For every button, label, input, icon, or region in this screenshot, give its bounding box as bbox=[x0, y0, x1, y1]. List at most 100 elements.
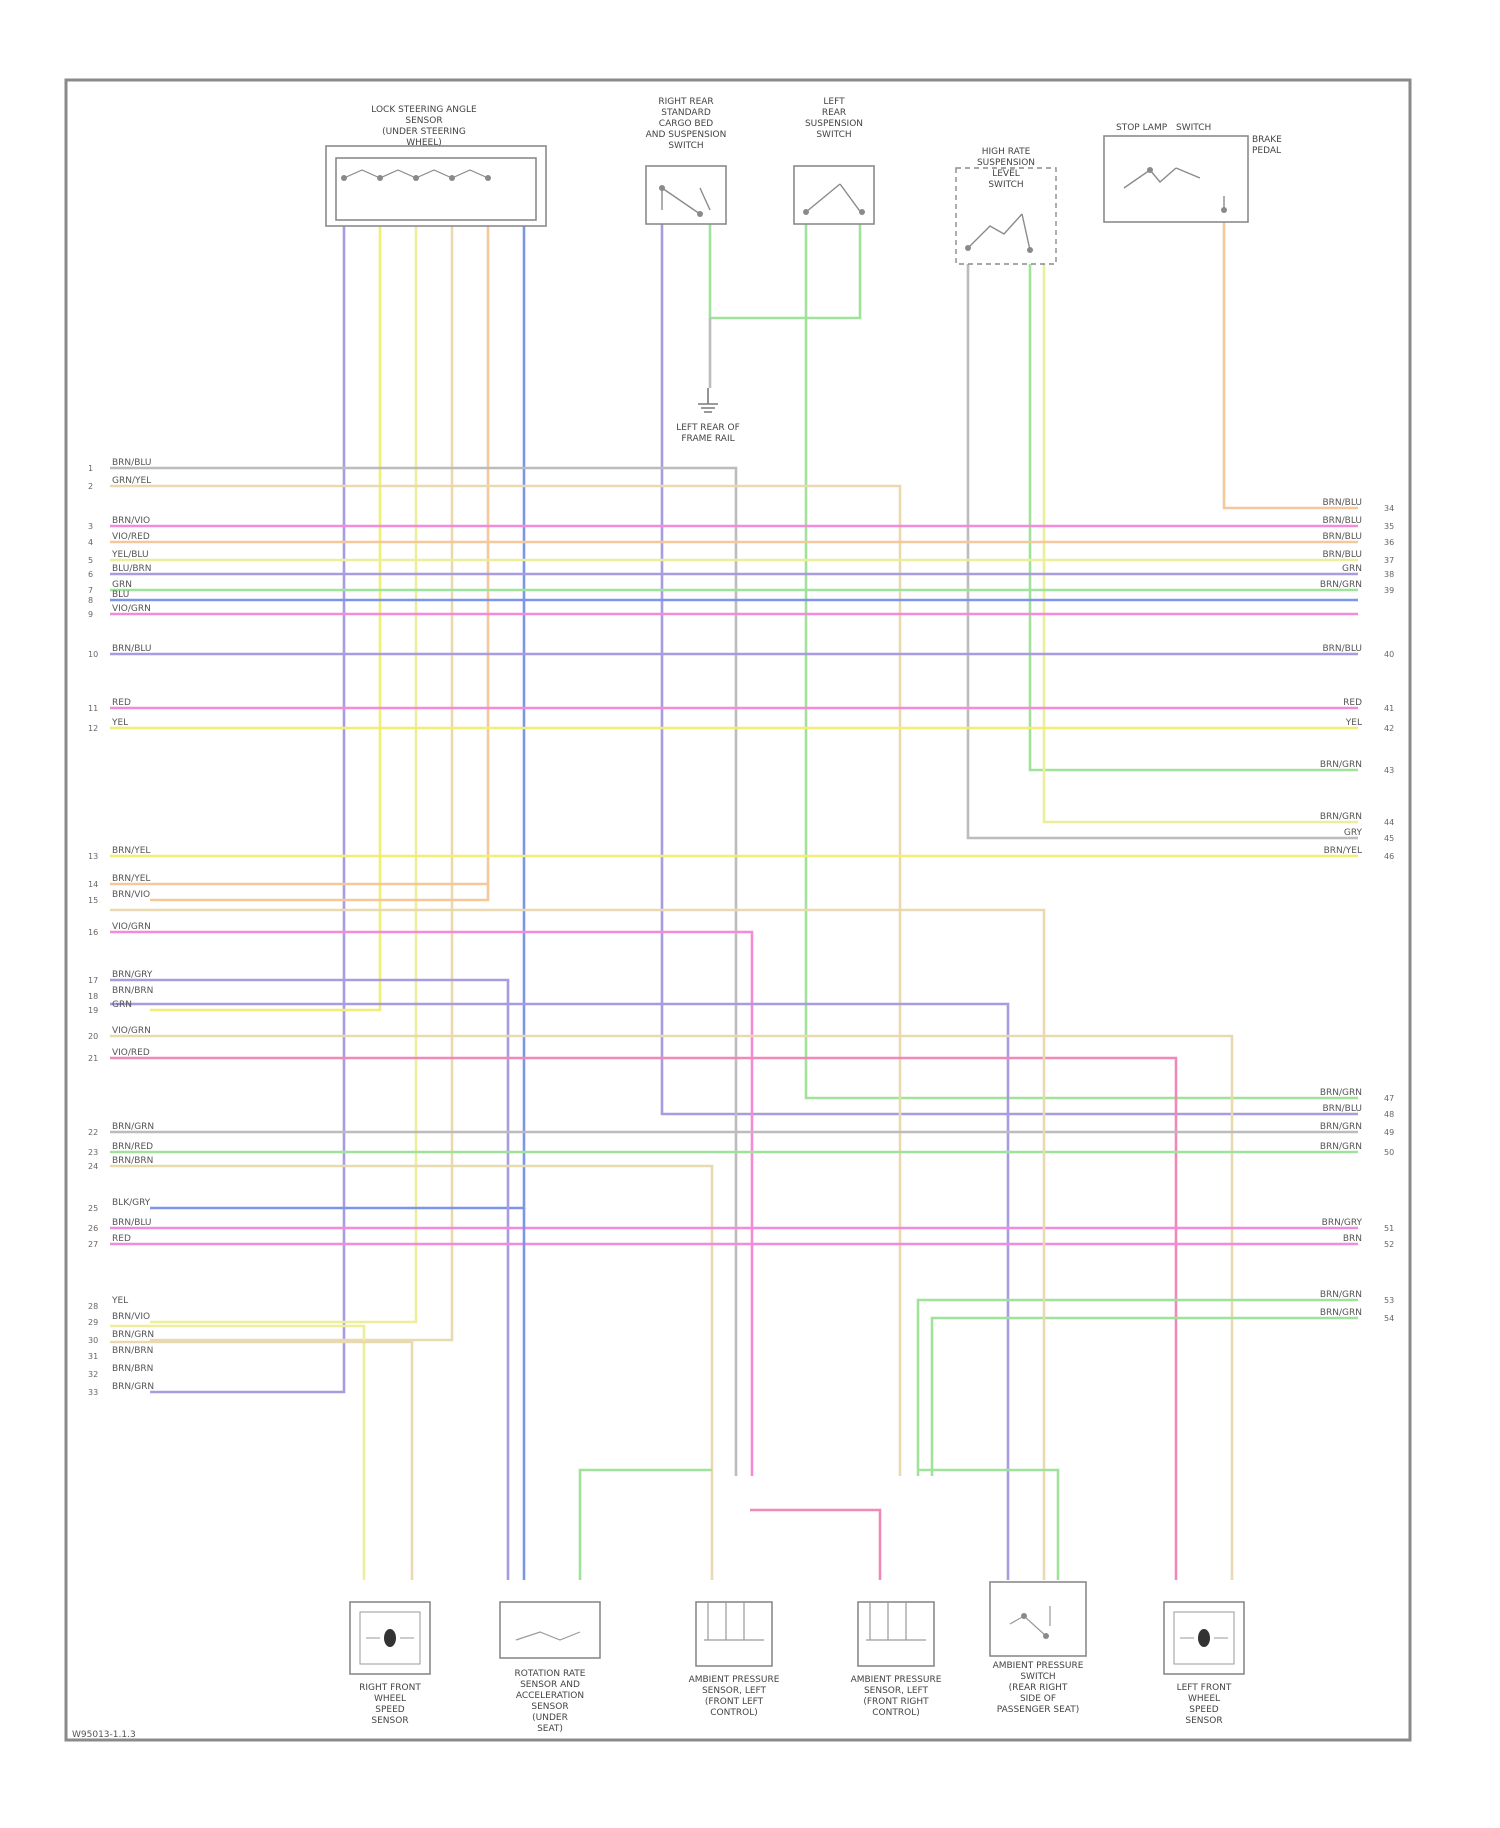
wire-40 bbox=[932, 1318, 1358, 1476]
wire-1 bbox=[150, 226, 344, 1392]
wire-9 bbox=[806, 224, 1358, 1098]
right-rear-switch-label-4: AND SUSPENSION bbox=[646, 130, 727, 140]
right-pin-3: 36 bbox=[1384, 538, 1394, 547]
bottom_5-label-2: SWITCH bbox=[1020, 1672, 1055, 1682]
left-wire-label-19: GRN bbox=[112, 1000, 132, 1010]
right-wire-label-7: BRN/BLU bbox=[1322, 644, 1362, 654]
left-wire-label-15: BRN/VIO bbox=[112, 890, 150, 900]
ambient-pressure-switch bbox=[990, 1582, 1086, 1656]
left-wire-label-3: BRN/VIO bbox=[112, 516, 150, 526]
suspension-level-switch-label-1: HIGH RATE bbox=[982, 147, 1031, 157]
left-wire-label-6: BLU/BRN bbox=[112, 564, 152, 574]
ambient-pressure-sensor-right bbox=[858, 1602, 934, 1666]
right-wire-label-8: RED bbox=[1343, 698, 1362, 708]
bottom_3-label-1: AMBIENT PRESSURE bbox=[689, 1675, 780, 1685]
bottom_5-label-1: AMBIENT PRESSURE bbox=[993, 1661, 1084, 1671]
right-rear-switch-label-5: SWITCH bbox=[668, 141, 703, 151]
right-pin-4: 37 bbox=[1384, 556, 1394, 565]
left-wire-label-32: BRN/BRN bbox=[112, 1364, 153, 1374]
right-pin-21: 54 bbox=[1384, 1314, 1394, 1323]
left-pin-23: 23 bbox=[88, 1148, 98, 1157]
lf_wheel_sensor-label-3: SPEED bbox=[1189, 1705, 1219, 1715]
right-wire-label-11: BRN/GRN bbox=[1320, 812, 1362, 822]
left-pin-4: 4 bbox=[88, 538, 93, 547]
suspension-level-switch: HIGH RATE SUSPENSION LEVEL SWITCH bbox=[956, 147, 1056, 264]
left-pin-24: 24 bbox=[88, 1162, 98, 1171]
left-wire-label-9: VIO/GRN bbox=[112, 604, 151, 614]
suspension-level-switch-label-4: SWITCH bbox=[988, 180, 1023, 190]
left-wire-label-11: RED bbox=[112, 698, 131, 708]
right-pin-19: 52 bbox=[1384, 1240, 1394, 1249]
left-pin-5: 5 bbox=[88, 556, 93, 565]
left-wire-label-12: YEL bbox=[111, 718, 128, 728]
bottom_5-label-5: PASSENGER SEAT) bbox=[997, 1705, 1080, 1715]
left-rear-switch: LEFT REAR SUSPENSION SWITCH bbox=[794, 97, 874, 224]
rotation-rate-sensor bbox=[500, 1602, 600, 1658]
left-wire-label-1: BRN/BLU bbox=[112, 458, 152, 468]
rf_wheel_sensor-label-4: SENSOR bbox=[371, 1716, 408, 1726]
wire-2 bbox=[150, 226, 380, 1010]
wire-12 bbox=[1030, 264, 1358, 770]
left-wire-label-26: BRN/BLU bbox=[112, 1218, 152, 1228]
right-pin-12: 45 bbox=[1384, 834, 1394, 843]
bottom_2-label-4: SENSOR bbox=[531, 1702, 568, 1712]
right-rear-switch-label-1: RIGHT REAR bbox=[658, 97, 713, 107]
left-pin-7: 7 bbox=[88, 586, 93, 595]
left-wire-label-18: BRN/BRN bbox=[112, 986, 153, 996]
left-wire-label-14: BRN/YEL bbox=[112, 874, 150, 884]
stop-lamp-switch-label-1: STOP LAMP bbox=[1116, 123, 1168, 133]
left-pin-3: 3 bbox=[88, 522, 93, 531]
right-wire-label-13: BRN/YEL bbox=[1324, 846, 1362, 856]
wire-8 bbox=[710, 224, 860, 318]
stop-lamp-switch: STOP LAMP SWITCH BRAKE PEDAL bbox=[1104, 123, 1282, 222]
steering-angle-sensor-pins bbox=[341, 170, 491, 181]
right-wire-label-14: BRN/GRN bbox=[1320, 1088, 1362, 1098]
left-pin-20: 20 bbox=[88, 1032, 98, 1041]
right-wire-label-6: BRN/GRN bbox=[1320, 580, 1362, 590]
left-pin-15: 15 bbox=[88, 896, 98, 905]
left-pin-19: 19 bbox=[88, 1006, 98, 1015]
steering-angle-sensor-label-4: WHEEL) bbox=[406, 138, 442, 148]
left-wire-label-29: BRN/VIO bbox=[112, 1312, 150, 1322]
bottom_3-label-4: CONTROL) bbox=[710, 1708, 757, 1718]
left-wire-label-10: BRN/BLU bbox=[112, 644, 152, 654]
right-pin-16: 49 bbox=[1384, 1128, 1394, 1137]
bottom_2-label-3: ACCELERATION bbox=[516, 1691, 584, 1701]
left-wire-label-22: BRN/GRN bbox=[112, 1122, 154, 1132]
ambient-pressure-sensor-left bbox=[696, 1602, 772, 1666]
right-pin-18: 51 bbox=[1384, 1224, 1394, 1233]
lf_wheel_sensor-label-4: SENSOR bbox=[1185, 1716, 1222, 1726]
bottom_4-label-3: (FRONT RIGHT bbox=[863, 1697, 929, 1707]
left-pin-13: 13 bbox=[88, 852, 98, 861]
bottom_2-label-5: (UNDER bbox=[532, 1713, 568, 1723]
right-wire-label-3: BRN/BLU bbox=[1322, 532, 1362, 542]
left-pin-26: 26 bbox=[88, 1224, 98, 1233]
left-pin-1: 1 bbox=[88, 464, 93, 473]
left-pin-11: 11 bbox=[88, 704, 98, 713]
steering-angle-sensor-label-2: SENSOR bbox=[405, 116, 442, 126]
right-pin-8: 41 bbox=[1384, 704, 1394, 713]
left-wire-label-5: YEL/BLU bbox=[111, 550, 149, 560]
stop-lamp-switch-side-1: BRAKE bbox=[1252, 135, 1282, 145]
left-wire-label-20: VIO/GRN bbox=[112, 1026, 151, 1036]
left-pin-17: 17 bbox=[88, 976, 98, 985]
stop-lamp-switch-side-2: PEDAL bbox=[1252, 146, 1281, 156]
wire-3 bbox=[150, 226, 416, 1322]
wire-4 bbox=[150, 226, 452, 1340]
lf_wheel_sensor-label-1: LEFT FRONT bbox=[1177, 1683, 1232, 1693]
right-wire-labels: BRN/BLU34BRN/BLU35BRN/BLU36BRN/BLU37GRN3… bbox=[1320, 498, 1394, 1323]
bottom_4-label-2: SENSOR, LEFT bbox=[864, 1686, 929, 1696]
left-wire-label-13: BRN/YEL bbox=[112, 846, 150, 856]
right-wire-label-19: BRN bbox=[1343, 1234, 1362, 1244]
right-pin-7: 40 bbox=[1384, 650, 1394, 659]
bottom_5-label-4: SIDE OF bbox=[1020, 1694, 1056, 1704]
steering-angle-sensor: LOCK STEERING ANGLE SENSOR (UNDER STEERI… bbox=[326, 105, 546, 226]
wire-39 bbox=[918, 1300, 1358, 1476]
right-pin-15: 48 bbox=[1384, 1110, 1394, 1119]
right-wire-label-20: BRN/GRN bbox=[1320, 1290, 1362, 1300]
right-wire-label-2: BRN/BLU bbox=[1322, 516, 1362, 526]
left-rear-switch-label-3: SUSPENSION bbox=[805, 119, 863, 129]
left-pin-2: 2 bbox=[88, 482, 93, 491]
left-pin-22: 22 bbox=[88, 1128, 98, 1137]
right-wire-label-12: GRY bbox=[1344, 828, 1363, 838]
